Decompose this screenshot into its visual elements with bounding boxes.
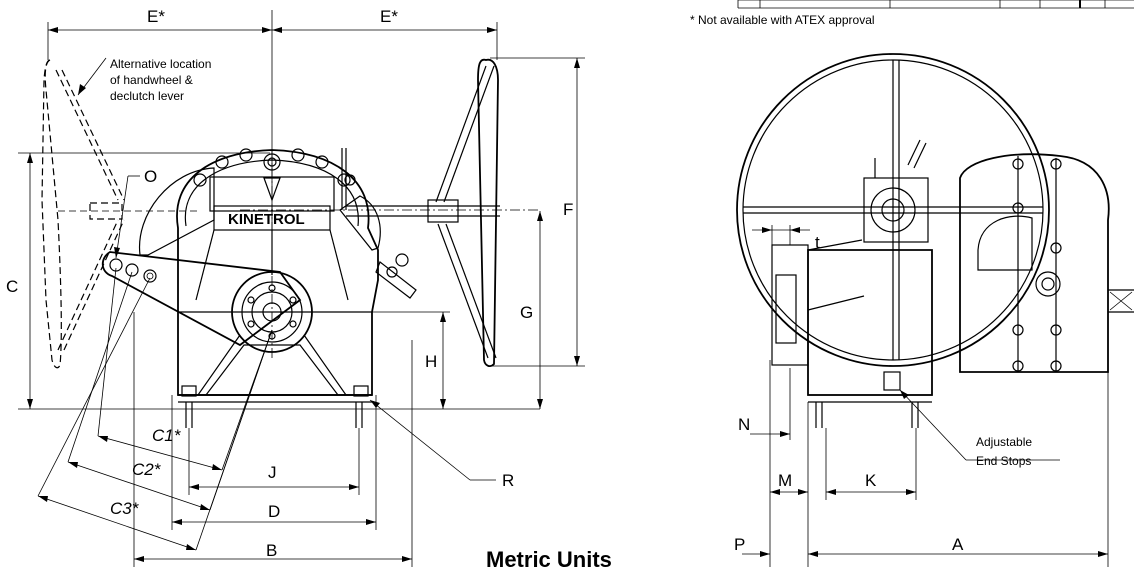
alt-location-line-3: declutch lever (110, 89, 184, 103)
side-view: t N M K P A Adjustable (734, 53, 1134, 567)
dim-label-e-left: E* (147, 7, 165, 26)
alternative-handwheel-outline (41, 59, 200, 369)
lever-arm (101, 251, 302, 347)
dim-label-k: K (865, 471, 877, 490)
dim-label-c3: C3* (110, 499, 140, 518)
footnote-text: * Not available with ATEX approval (690, 13, 875, 27)
dim-label-f: F (563, 200, 573, 219)
dim-label-n: N (738, 415, 750, 434)
dim-label-b: B (266, 541, 277, 560)
dim-label-g: G (520, 303, 533, 322)
actuator-housing: KINETROL (138, 148, 417, 428)
alt-location-line-2: of handwheel & (110, 73, 193, 87)
dim-label-d: D (268, 502, 280, 521)
dim-label-c: C (6, 277, 18, 296)
spec-table-fragment (737, 0, 1134, 9)
front-view: E* E* Alternative location of handwheel … (6, 7, 585, 567)
handwheel-side (346, 58, 500, 367)
dim-label-r: R (502, 471, 514, 490)
dim-label-a: A (952, 535, 964, 554)
dim-label-e-right: E* (380, 7, 398, 26)
alt-location-line-1: Alternative location (110, 57, 211, 71)
dim-label-p: P (734, 535, 745, 554)
end-stops-line-2: End Stops (976, 454, 1031, 468)
dim-label-h: H (425, 352, 437, 371)
dim-label-o: O (144, 167, 157, 186)
end-stops-line-1: Adjustable (976, 435, 1032, 449)
dim-label-c1: C1* (152, 426, 182, 445)
dim-label-c2: C2* (132, 460, 162, 479)
units-title: Metric Units (486, 547, 612, 567)
dim-label-j: J (268, 463, 277, 482)
dim-label-t: t (815, 233, 820, 252)
brand-label: KINETROL (228, 211, 305, 228)
dim-label-m: M (778, 471, 792, 490)
